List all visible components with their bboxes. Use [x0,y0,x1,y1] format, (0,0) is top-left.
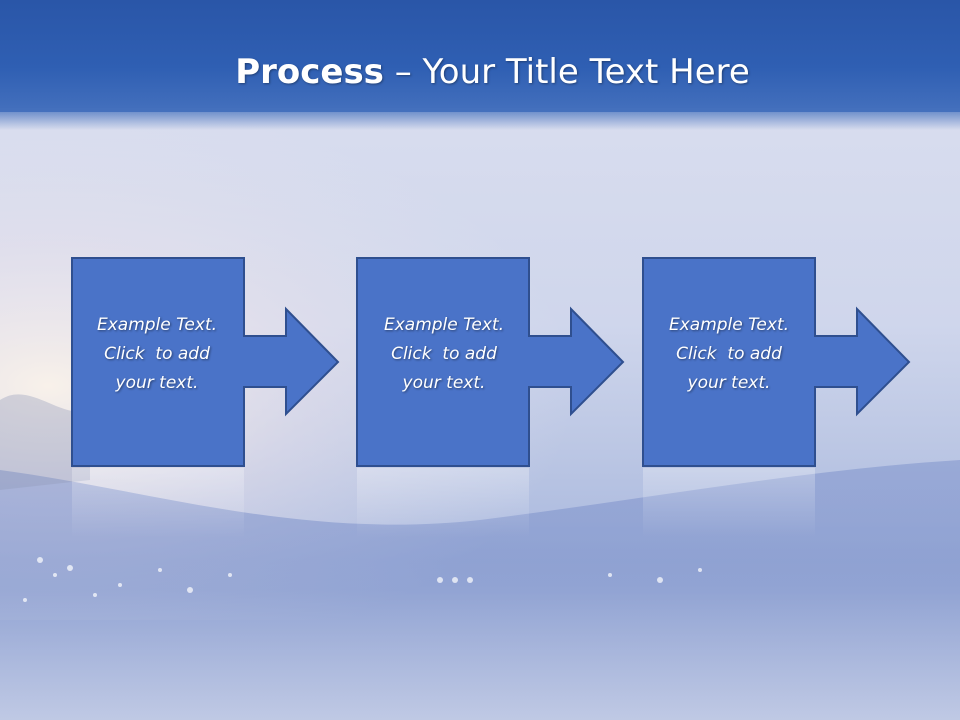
step-1-line-3: your text. [115,373,199,393]
title-bar-fade [0,108,960,130]
step-3-text[interactable]: Example Text. Click to add your text. [643,311,815,398]
step-3-shape[interactable] [642,257,911,467]
step-1-line-1: Example Text. [96,315,218,335]
step-2-line-2: Click to add [391,344,497,364]
step-3-line-1: Example Text. [668,315,790,335]
step-3-line-3: your text. [687,373,771,393]
title-bold: Process [235,52,384,92]
step-3-line-2: Click to add [676,344,782,364]
step-1-text[interactable]: Example Text. Click to add your text. [71,311,243,398]
step-1-shape[interactable] [71,257,340,467]
title-rest: – Your Title Text Here [383,52,750,92]
step-2-line-1: Example Text. [383,315,505,335]
step-1-line-2: Click to add [104,344,210,364]
step-2-line-3: your text. [402,373,486,393]
slide-title[interactable]: Process – Your Title Text Here [0,52,960,92]
step-reflections [72,468,815,538]
step-2-text[interactable]: Example Text. Click to add your text. [358,311,530,398]
title-bar [0,0,960,112]
step-2-shape[interactable] [356,257,625,467]
